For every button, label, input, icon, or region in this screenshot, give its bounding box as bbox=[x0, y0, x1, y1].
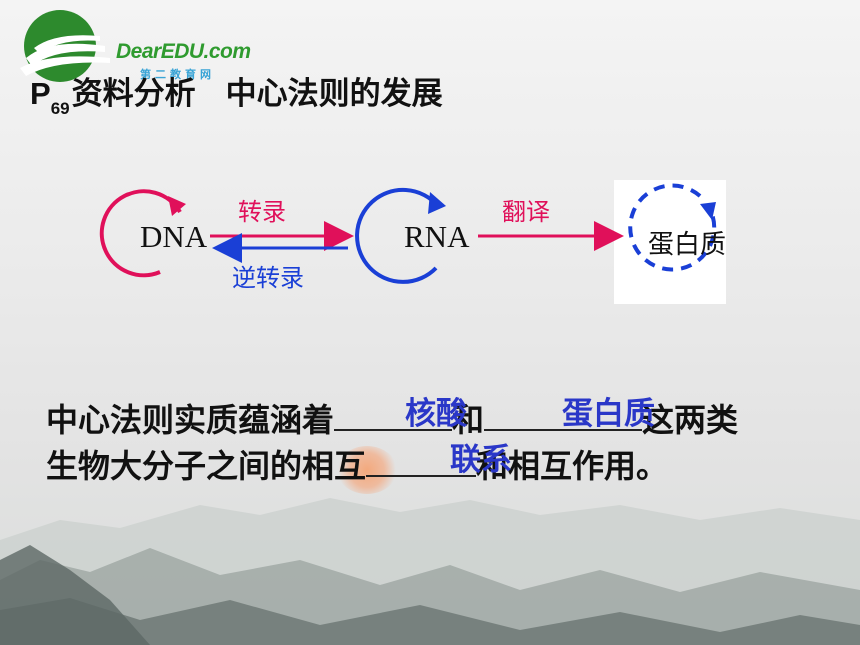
paragraph-line-2: 生物大分子之间的相互 和相互作用。 bbox=[46, 441, 668, 487]
protein-dashed-circle bbox=[628, 183, 717, 272]
line1-text-2: 和 bbox=[452, 401, 485, 439]
title-text-2: 中心法则的发展 bbox=[225, 76, 443, 112]
line2-text-2: 和相互作用。 bbox=[476, 447, 669, 485]
line1-text-3: 这两类 bbox=[642, 401, 739, 439]
paragraph-line-1: 中心法则实质蕴涵着 和 这两类 bbox=[46, 395, 738, 441]
line2-text-1: 生物大分子之间的相互 bbox=[46, 447, 367, 485]
node-rna: RNA bbox=[404, 219, 470, 254]
mountain-left bbox=[0, 545, 150, 645]
node-dna: DNA bbox=[140, 219, 208, 254]
rna-replication-arrow bbox=[355, 187, 440, 284]
blank-1 bbox=[334, 399, 453, 431]
dna-replication-arrowhead bbox=[168, 196, 186, 216]
blank-3 bbox=[366, 445, 477, 477]
protein-dashed-arrowhead bbox=[700, 202, 716, 220]
mountain-near bbox=[0, 598, 860, 645]
logo-brand-text: DearEDU.com bbox=[116, 40, 251, 63]
line1-text-1: 中心法则实质蕴涵着 bbox=[46, 401, 335, 439]
blank-2 bbox=[484, 399, 643, 431]
dna-replication-arrow bbox=[99, 189, 182, 278]
title-text-1: 资料分析 bbox=[71, 76, 196, 112]
logo-subtitle: 第二教育网 bbox=[140, 68, 215, 81]
answer-nucleic-acid: 核酸 bbox=[405, 396, 467, 432]
label-transcription: 转录 bbox=[238, 198, 286, 226]
label-reverse-transcription: 逆转录 bbox=[232, 264, 304, 292]
answer-protein: 蛋白质 bbox=[562, 396, 655, 432]
protein-box bbox=[614, 180, 726, 304]
logo-emblem-icon bbox=[20, 10, 110, 82]
title-prefix: P bbox=[30, 76, 51, 111]
slide-title: P69资料分析中心法则的发展 bbox=[30, 68, 443, 118]
title-page-number: 69 bbox=[50, 99, 70, 118]
node-protein: 蛋白质 bbox=[648, 230, 727, 260]
rna-replication-arrowhead bbox=[428, 192, 446, 214]
answer-connection: 联系 bbox=[450, 442, 512, 478]
site-logo[interactable]: DearEDU.com 第二教育网 bbox=[10, 8, 280, 90]
pointer-highlight bbox=[337, 446, 397, 494]
label-translation: 翻译 bbox=[502, 198, 550, 226]
